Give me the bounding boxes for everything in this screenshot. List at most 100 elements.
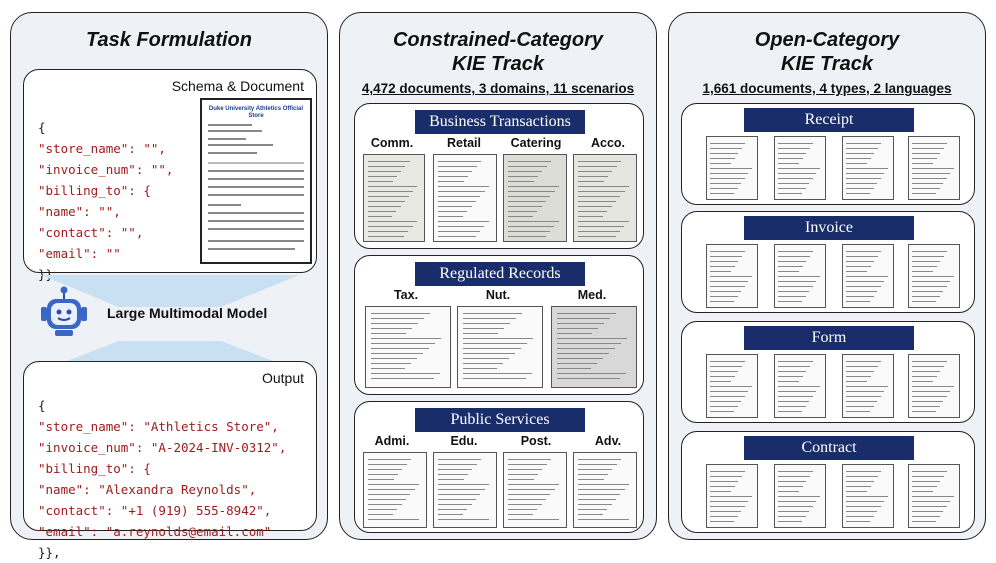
text-line <box>577 181 604 182</box>
text-line <box>437 161 482 162</box>
text-line <box>437 216 464 217</box>
text-line <box>371 333 407 334</box>
text-line <box>367 206 401 207</box>
text-line <box>710 411 734 412</box>
text-line <box>507 171 543 172</box>
text-line <box>507 226 555 227</box>
text-line <box>367 514 394 515</box>
text-line <box>507 494 551 495</box>
text-line <box>437 211 468 212</box>
schema-header: Schema & Document <box>171 78 304 94</box>
text-line <box>577 226 625 227</box>
text-line <box>778 511 809 512</box>
text-line <box>710 276 752 277</box>
text-line <box>437 166 477 167</box>
text-line <box>846 406 874 407</box>
document-thumbnail <box>706 136 758 200</box>
model-label: Large Multimodal Model <box>107 305 268 321</box>
text-line <box>710 481 738 482</box>
text-line <box>371 338 441 339</box>
output-header: Output <box>261 370 304 386</box>
text-line <box>846 261 874 262</box>
schema-line: "billing_to": { <box>38 183 151 198</box>
text-line <box>437 474 469 475</box>
schema-line: "contact": "", <box>38 225 144 240</box>
text-line <box>507 221 559 222</box>
regulated-records-card: Regulated Records Tax. Nut. Med. <box>354 255 644 395</box>
panel-title-line1: Open-Category <box>754 29 900 51</box>
text-line <box>778 276 820 277</box>
text-line <box>371 323 419 324</box>
text-line <box>463 358 510 359</box>
text-line <box>912 361 947 362</box>
text-line <box>577 231 620 232</box>
text-line <box>846 396 881 397</box>
text-line <box>912 188 940 189</box>
output-value: "Athletics Store", <box>143 419 279 434</box>
text-line <box>710 496 752 497</box>
text-line <box>912 411 936 412</box>
text-line <box>778 381 799 382</box>
text-line <box>577 176 609 177</box>
text-line <box>463 323 511 324</box>
document-thumbnail <box>551 306 637 388</box>
text-line <box>507 236 546 237</box>
text-line <box>710 148 742 149</box>
text-line <box>371 373 440 374</box>
text-line <box>846 301 870 302</box>
text-line <box>710 476 742 477</box>
text-line <box>367 474 399 475</box>
text-line <box>846 178 881 179</box>
text-line <box>367 236 405 237</box>
text-line <box>912 371 940 372</box>
section-banner: Invoice <box>744 216 914 240</box>
text-line <box>778 396 813 397</box>
text-line <box>778 406 806 407</box>
text-line <box>577 171 613 172</box>
text-line <box>846 366 878 367</box>
text-line <box>371 363 412 364</box>
section-banner: Public Services <box>415 408 585 432</box>
output-line: }}, <box>38 545 61 560</box>
text-line <box>577 201 617 202</box>
text-line <box>846 168 888 169</box>
text-line <box>846 163 867 164</box>
text-line <box>912 401 943 402</box>
text-line <box>778 411 802 412</box>
text-line <box>437 196 481 197</box>
text-line <box>577 509 608 510</box>
text-line <box>557 343 621 344</box>
document-thumbnail <box>706 354 758 418</box>
text-line <box>507 469 543 470</box>
text-line <box>437 469 473 470</box>
text-line <box>557 318 610 319</box>
output-code: { "store_name": "Athletics Store", "invo… <box>38 374 286 563</box>
text-line <box>463 368 498 369</box>
text-line <box>846 153 874 154</box>
text-line <box>577 211 608 212</box>
text-line <box>778 261 806 262</box>
text-line <box>577 514 604 515</box>
text-line <box>846 411 870 412</box>
text-line <box>367 226 413 227</box>
text-line <box>437 176 469 177</box>
text-line <box>846 271 867 272</box>
text-line <box>710 296 738 297</box>
text-line <box>507 216 534 217</box>
document-thumbnail <box>433 452 497 528</box>
text-line <box>912 256 944 257</box>
text-line <box>846 266 871 267</box>
text-line <box>371 348 429 349</box>
output-value: "Alexandra Reynolds", <box>98 482 257 497</box>
text-line <box>778 481 806 482</box>
text-line <box>710 381 731 382</box>
text-line <box>507 464 547 465</box>
text-line <box>710 471 745 472</box>
text-line <box>846 256 878 257</box>
document-thumbnail <box>908 464 960 528</box>
public-services-card: Public Services Admi. Edu. Post. Adv. <box>354 401 644 533</box>
text-line <box>912 251 947 252</box>
text-line <box>577 494 621 495</box>
text-line <box>577 196 621 197</box>
document-thumbnail <box>706 464 758 528</box>
